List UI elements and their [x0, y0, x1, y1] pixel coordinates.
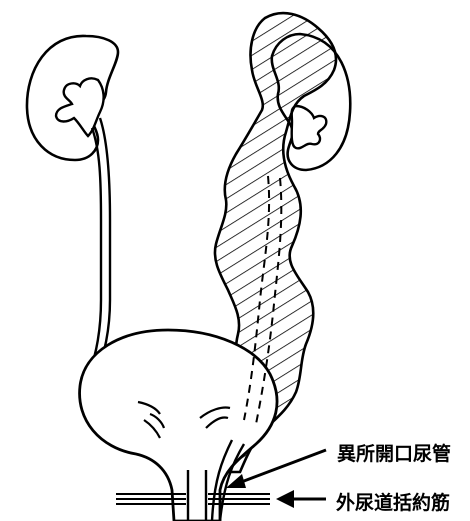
bladder [80, 330, 277, 521]
sphincter-arrow [276, 490, 326, 508]
left-ureter-outer [90, 128, 101, 370]
ectopic-ureter-label: 異所開口尿管 [337, 439, 451, 466]
external-urethral-sphincter-label: 外尿道括約筋 [336, 488, 450, 515]
